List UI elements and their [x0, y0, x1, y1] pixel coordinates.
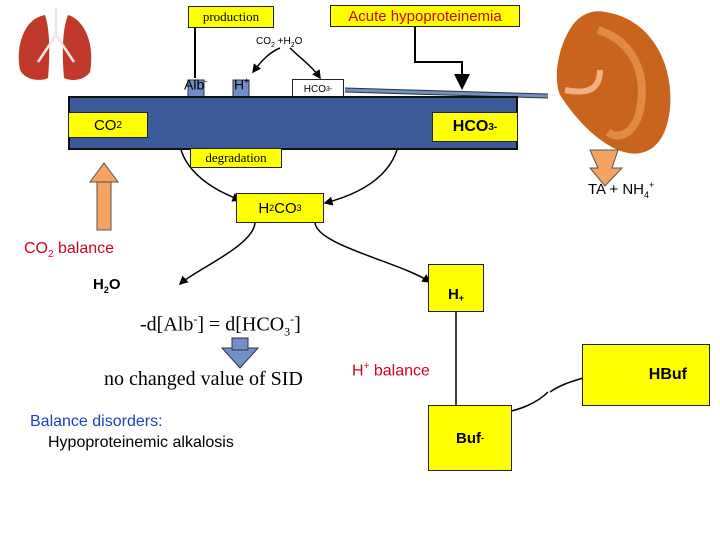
equation-c: ]	[294, 313, 301, 336]
co2-top-sub: 2	[271, 42, 275, 49]
h-balance-b: balance	[369, 362, 430, 380]
production-box: production	[188, 6, 274, 28]
equation-b-sub: 3	[284, 324, 291, 339]
acute-hypoproteinemia-box: Acute hypoproteinemia	[330, 5, 520, 27]
co2-sub: 2	[116, 119, 123, 131]
h2co3-a: H	[258, 199, 270, 217]
co2-balance-label: CO2 balance	[24, 240, 114, 260]
hco3-sub: 3	[488, 121, 494, 133]
co2-balance-sub: 2	[48, 249, 54, 261]
h-plus-text: H	[234, 76, 245, 93]
h2co3-a-sub: 2	[269, 203, 275, 213]
co2-h2o-small: CO2 +H2O	[256, 36, 302, 49]
equation-b: ] = d[HCO	[197, 313, 285, 336]
hco3-sup: -	[493, 121, 498, 133]
h2o-top-b: +H	[274, 36, 291, 47]
ta-nh4-label: TA + NH4+	[588, 180, 654, 200]
degradation-box: degradation	[190, 148, 282, 168]
ta-nh4-sup: +	[649, 180, 655, 190]
hbuf-box: HBuf	[582, 344, 710, 406]
buf-sup: -	[481, 433, 484, 443]
kidney-down-arrow	[588, 149, 624, 187]
hco3-base: HCO	[452, 118, 489, 135]
h-plus-sup: +	[244, 76, 250, 86]
h2o-top-c: O	[294, 36, 303, 47]
equation-label: -d[Alb-] = d[HCO3-]	[140, 312, 301, 340]
h2o-a: H	[93, 276, 104, 293]
disorders-title: Balance disorders:	[30, 413, 163, 430]
ta-nh4-base: TA + NH	[588, 181, 644, 198]
co2-up-arrow	[89, 162, 119, 231]
disorders-item: Hypoproteinemic alkalosis	[48, 434, 234, 451]
h2co3-b-sub: 3	[296, 203, 302, 213]
acute-hypoproteinemia-label: Acute hypoproteinemia	[348, 7, 502, 25]
h2o-label: H2O	[93, 276, 121, 295]
h-plus-box: H+	[428, 264, 484, 312]
buf-base: Buf	[456, 429, 481, 447]
alb-label: Alb-	[184, 76, 207, 93]
h2o-b: O	[108, 276, 121, 293]
degradation-label: degradation	[205, 150, 267, 165]
hco3-small-sub: 3	[325, 85, 330, 93]
h-box-sup: +	[458, 293, 465, 303]
buf-box: Buf-	[428, 405, 512, 471]
co2-top-a: CO	[256, 36, 271, 47]
h-balance-label: H+ balance	[352, 361, 430, 380]
co2-base: CO	[93, 116, 117, 134]
lungs-icon	[18, 8, 92, 80]
hbuf-label: HBuf	[648, 366, 687, 383]
hco3-small-sup: -	[329, 85, 333, 93]
ta-nh4-sub: 4	[644, 190, 650, 200]
co2-balance-a: CO	[24, 240, 48, 257]
equation-b-sup: -	[290, 312, 295, 326]
equation-a-sup: -	[193, 312, 198, 326]
co2-balance-b: balance	[53, 240, 115, 257]
alb-sup: -	[204, 76, 208, 86]
hco3-small-base: HCO	[303, 83, 326, 95]
equation-down-arrow	[220, 337, 260, 369]
kidney-icon	[556, 11, 671, 154]
h2co3-b: CO	[274, 199, 297, 217]
h-box-base: H	[447, 286, 459, 303]
alb-text: Alb	[184, 76, 205, 93]
equation-a: -d[Alb	[140, 313, 194, 336]
h-balance-a: H	[352, 362, 364, 380]
h-plus-label: H+	[234, 76, 249, 93]
sid-label: no changed value of SID	[104, 368, 303, 390]
h-balance-sup: +	[363, 361, 370, 372]
production-label: production	[202, 9, 260, 24]
h2o-sub: 2	[103, 285, 109, 295]
h2o-top-sub: 2	[290, 42, 295, 49]
